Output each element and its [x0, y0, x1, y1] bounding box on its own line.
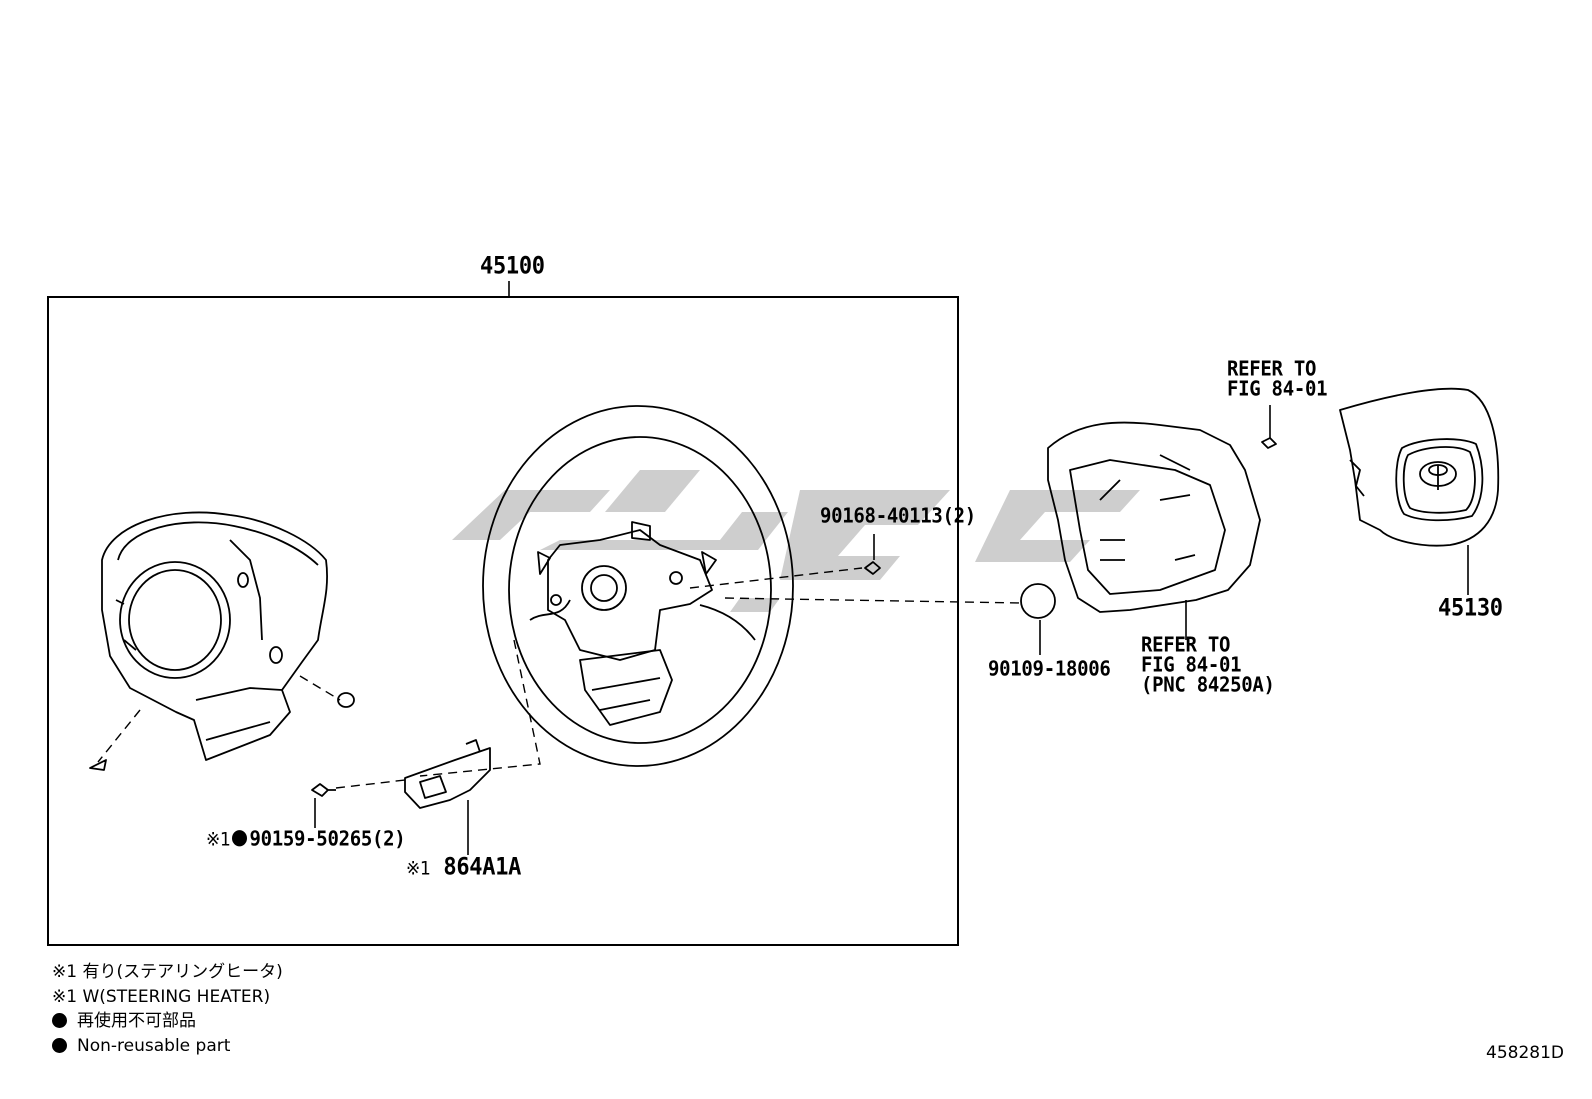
figure-id: 458281D	[1486, 1043, 1564, 1063]
refer-screw-label-line1: REFER TO	[1227, 356, 1317, 381]
cover-clip	[337, 692, 355, 708]
spoke-cover	[1047, 421, 1261, 613]
horn-pad	[1339, 387, 1500, 547]
non-reusable-dot-icon	[232, 830, 248, 847]
refer-screw-label-line2: FIG 84-01	[1227, 376, 1328, 401]
refer-cover-label-line2: FIG 84-01	[1141, 652, 1242, 677]
note-nonreusable-en-text: Non-reusable part	[77, 1036, 231, 1056]
assembly-frame	[47, 296, 959, 946]
heater-bolt-number: 90159-50265(2)	[249, 826, 406, 851]
cap-label: 90109-18006	[988, 656, 1111, 681]
dash-cover-screw	[97, 709, 141, 763]
cover-screw	[89, 759, 107, 771]
horn-pad-label: 45130	[1438, 594, 1503, 622]
heater-part-number: 864A1A	[443, 853, 522, 881]
refer-cover-label-line3: (PNC 84250A)	[1141, 672, 1275, 697]
refer-cover-label-line1: REFER TO	[1141, 632, 1231, 657]
note-heater-en: ※1 W(STEERING HEATER)	[52, 987, 271, 1007]
steering-wheel	[482, 405, 794, 767]
note-nonreusable-en: Non-reusable part	[52, 1036, 230, 1056]
dash-cover-clip	[299, 675, 341, 701]
heater-part-mark: ※1	[406, 858, 431, 880]
dash-heater-bolt	[335, 779, 406, 789]
note-nonreusable-jp: 再使用不可部品	[52, 1011, 196, 1031]
bullet-dot-icon	[52, 1038, 67, 1053]
heater-bolt-mark: ※1	[206, 829, 231, 851]
dash-heater-wheel	[419, 639, 541, 777]
bolt-upper-label: 90168-40113(2)	[820, 503, 976, 528]
assembly-part-label: 45100	[480, 252, 545, 280]
heater-bolt	[311, 783, 336, 797]
column-cover-lower	[101, 511, 328, 761]
cap	[1020, 583, 1056, 619]
note-nonreusable-jp-text: 再使用不可部品	[77, 1011, 196, 1031]
cover-screw-upper	[1261, 437, 1277, 449]
heater-bracket	[404, 739, 491, 809]
watermark-logo	[452, 470, 1140, 612]
dash-wheel-cap	[724, 597, 1021, 604]
upper-bolt	[864, 561, 881, 575]
heater-part-label: ※1 864A1A	[406, 853, 522, 881]
note-heater-jp: ※1 有り(ステアリングヒータ)	[52, 962, 283, 982]
bullet-dot-icon	[52, 1013, 67, 1028]
heater-bolt-label: ※1 90159-50265(2)	[206, 826, 406, 851]
